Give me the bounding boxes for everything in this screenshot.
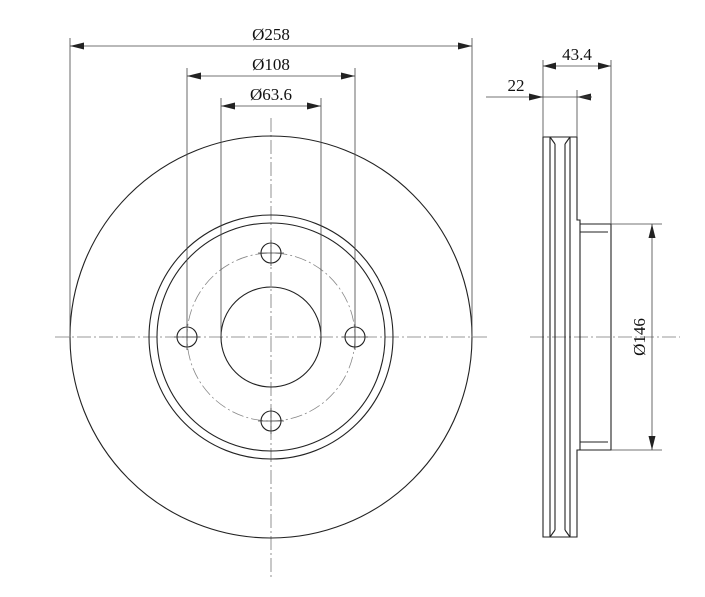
hat-diameter-dimension: Ø146 <box>630 224 656 450</box>
bolt-hole-center-marks <box>174 240 368 434</box>
side-view: 43.4 22 Ø146 <box>486 45 680 538</box>
center-bore-dimension: Ø63.6 <box>221 85 321 110</box>
center-bore-label: Ø63.6 <box>250 85 292 104</box>
hat-diameter-label: Ø146 <box>630 318 649 356</box>
outer-diameter-dimension: Ø258 <box>70 25 472 50</box>
bolt-circle-label: Ø108 <box>252 55 290 74</box>
outer-diameter-label: Ø258 <box>252 25 290 44</box>
vent-chamfers <box>549 136 571 538</box>
front-extension-lines <box>69 38 473 337</box>
bolt-circle-dimension: Ø108 <box>187 55 355 80</box>
disc-thickness-dimension: 22 <box>486 76 592 101</box>
hat-inner-circle <box>156 222 386 452</box>
total-height-dimension: 43.4 <box>543 45 611 70</box>
hat-outer-circle <box>148 214 394 460</box>
disc-thickness-label: 22 <box>508 76 525 95</box>
side-extension-lines <box>542 60 662 451</box>
hat-outline <box>580 223 612 451</box>
total-height-label: 43.4 <box>562 45 592 64</box>
front-view: Ø258 Ø108 Ø63.6 <box>55 25 488 580</box>
